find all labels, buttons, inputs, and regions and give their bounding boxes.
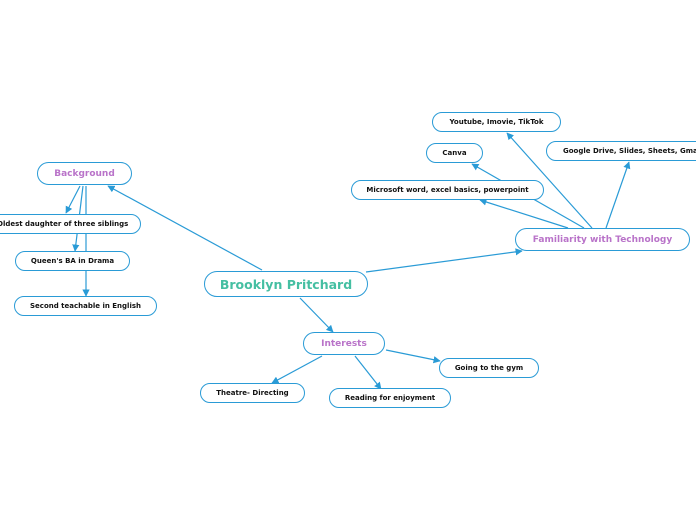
root-label: Brooklyn Pritchard — [219, 276, 353, 292]
leaf-label: Canva — [442, 149, 467, 157]
leaf-label: Theatre- Directing — [216, 389, 289, 397]
leaf-oldest-daughter[interactable]: Oldest daughter of three siblings — [0, 214, 141, 234]
leaf-label: Google Drive, Slides, Sheets, Gmail — [563, 147, 696, 155]
root-node[interactable]: Brooklyn Pritchard — [204, 271, 368, 297]
edge-background-oldest — [65, 185, 81, 214]
edge-root-technology — [365, 248, 523, 273]
leaf-second-teachable[interactable]: Second teachable in English — [14, 296, 157, 316]
edge-root-background — [107, 185, 263, 271]
leaf-theatre[interactable]: Theatre- Directing — [200, 383, 305, 403]
topic-technology-label: Familiarity with Technology — [532, 234, 673, 245]
leaf-canva[interactable]: Canva — [426, 143, 483, 163]
topic-technology[interactable]: Familiarity with Technology — [515, 228, 690, 251]
leaf-microsoft[interactable]: Microsoft word, excel basics, powerpoint — [351, 180, 544, 200]
edge-interests-theatre — [271, 355, 323, 384]
edge-interests-reading — [354, 355, 382, 390]
topic-interests[interactable]: Interests — [303, 332, 385, 355]
leaf-google[interactable]: Google Drive, Slides, Sheets, Gmail — [546, 141, 696, 161]
leaf-reading[interactable]: Reading for enjoyment — [329, 388, 451, 408]
leaf-label: Microsoft word, excel basics, powerpoint — [366, 186, 529, 194]
leaf-label: Going to the gym — [454, 364, 524, 372]
leaf-label: Second teachable in English — [30, 302, 141, 310]
edge-tech-youtube — [506, 132, 593, 229]
leaf-gym[interactable]: Going to the gym — [439, 358, 539, 378]
leaf-label: Reading for enjoyment — [344, 394, 436, 402]
edge-tech-google — [605, 161, 631, 229]
leaf-youtube[interactable]: Youtube, Imovie, TikTok — [432, 112, 561, 132]
edge-root-interests — [299, 297, 334, 333]
leaf-queens-ba[interactable]: Queen's BA in Drama — [15, 251, 130, 271]
leaf-label: Youtube, Imovie, TikTok — [449, 118, 544, 126]
topic-background-label: Background — [54, 168, 115, 179]
topic-interests-label: Interests — [321, 338, 367, 349]
edge-tech-microsoft — [479, 198, 569, 229]
leaf-label: Queen's BA in Drama — [30, 257, 115, 265]
topic-background[interactable]: Background — [37, 162, 132, 185]
leaf-label: Oldest daughter of three siblings — [0, 220, 129, 228]
edge-interests-gym — [385, 349, 441, 364]
